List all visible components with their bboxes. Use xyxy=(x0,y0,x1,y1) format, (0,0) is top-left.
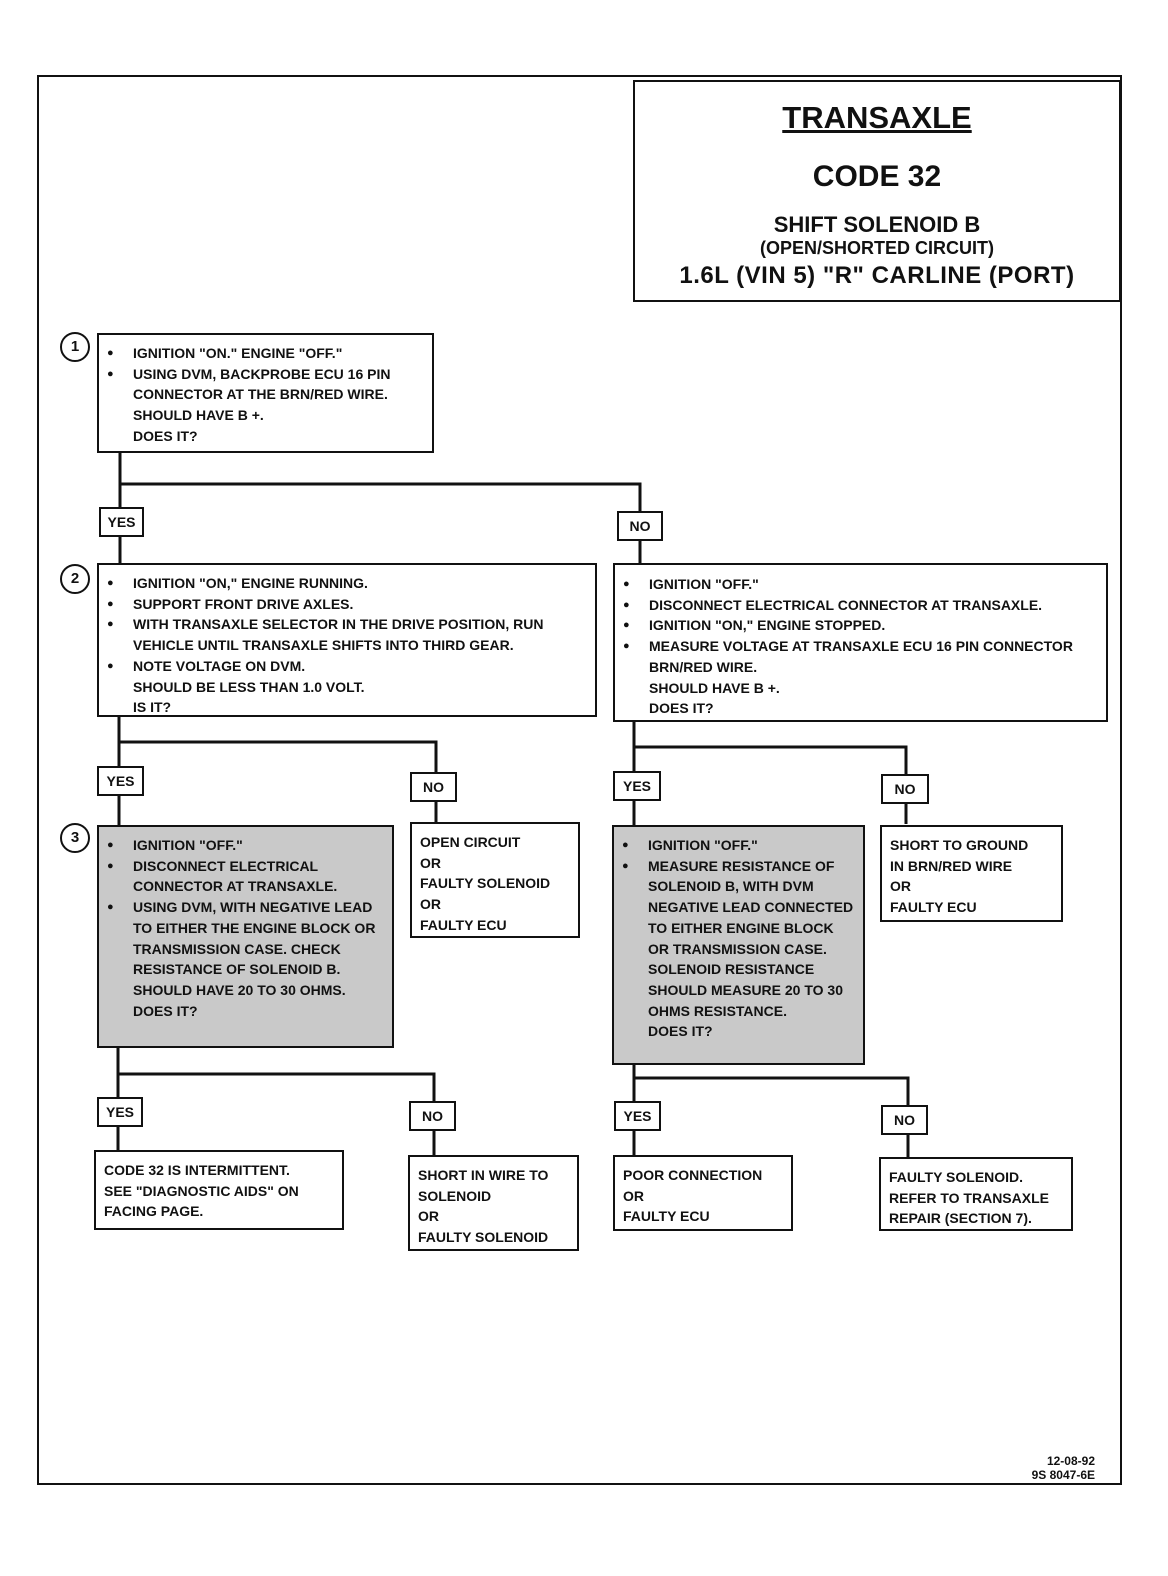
step-2b-line: IGNITION "ON," ENGINE STOPPED. xyxy=(623,615,1100,636)
step-1-box: IGNITION "ON." ENGINE "OFF." USING DVM, … xyxy=(97,333,434,453)
result-intermittent: CODE 32 IS INTERMITTENT. SEE "DIAGNOSTIC… xyxy=(94,1150,344,1230)
step-2-line: WITH TRANSAXLE SELECTOR IN THE DRIVE POS… xyxy=(107,614,589,655)
no-label: NO xyxy=(881,1105,928,1135)
result-short-in-wire: SHORT IN WIRE TO SOLENOID OR FAULTY SOLE… xyxy=(408,1155,579,1251)
step-2-line: SUPPORT FRONT DRIVE AXLES. xyxy=(107,594,589,615)
connector xyxy=(118,1072,436,1155)
result-text: CODE 32 IS INTERMITTENT. SEE "DIAGNOSTIC… xyxy=(104,1162,299,1220)
step-1-line: USING DVM, BACKPROBE ECU 16 PIN CONNECTO… xyxy=(107,364,426,405)
step-3b-box: IGNITION "OFF." MEASURE RESISTANCE OF SO… xyxy=(612,825,865,1065)
step-3b-line: DOES IT? xyxy=(648,1023,713,1040)
step-2b-line: MEASURE VOLTAGE AT TRANSAXLE ECU 16 PIN … xyxy=(623,636,1100,677)
step-2-line: IS IT? xyxy=(133,699,172,716)
yes-label: YES xyxy=(614,1101,661,1131)
result-poor-connection: POOR CONNECTION OR FAULTY ECU xyxy=(613,1155,793,1231)
result-text: POOR CONNECTION OR FAULTY ECU xyxy=(623,1167,763,1225)
title: TRANSAXLE xyxy=(782,100,972,135)
step-3-line: DISCONNECT ELECTRICAL CONNECTOR AT TRANS… xyxy=(107,856,386,897)
step-2-line: NOTE VOLTAGE ON DVM. xyxy=(107,656,589,677)
footer-date: 12-08-92 xyxy=(1046,1454,1095,1468)
step-1-line: IGNITION "ON." ENGINE "OFF." xyxy=(107,343,426,364)
step-1-line: DOES IT? xyxy=(133,427,198,444)
step-2b-line: DOES IT? xyxy=(649,700,714,717)
step-3-line: IGNITION "OFF." xyxy=(107,835,386,856)
step-2-box: IGNITION "ON," ENGINE RUNNING. SUPPORT F… xyxy=(97,563,597,717)
result-short-to-ground: SHORT TO GROUND IN BRN/RED WIRE OR FAULT… xyxy=(880,825,1063,922)
step-2b-box: IGNITION "OFF." DISCONNECT ELECTRICAL CO… xyxy=(613,563,1108,722)
condition: (OPEN/SHORTED CIRCUIT) xyxy=(760,238,994,258)
result-text: FAULTY SOLENOID. REFER TO TRANSAXLE REPA… xyxy=(889,1169,1049,1227)
page-frame xyxy=(37,75,1122,1485)
connector xyxy=(120,482,642,563)
title-block: TRANSAXLE CODE 32 SHIFT SOLENOID B (OPEN… xyxy=(633,80,1121,302)
step-3-box: IGNITION "OFF." DISCONNECT ELECTRICAL CO… xyxy=(97,825,394,1048)
footer-doc-number: 9S 8047-6E xyxy=(1031,1468,1095,1482)
step-3-line: USING DVM, WITH NEGATIVE LEAD TO EITHER … xyxy=(107,897,386,980)
step-number-1: 1 xyxy=(60,332,90,362)
step-2b-line: DISCONNECT ELECTRICAL CONNECTOR AT TRANS… xyxy=(623,595,1100,616)
result-text: SHORT IN WIRE TO SOLENOID OR FAULTY SOLE… xyxy=(418,1167,549,1246)
step-3-line: DOES IT? xyxy=(133,1002,198,1019)
step-3-line: SHOULD HAVE 20 TO 30 OHMS. xyxy=(133,981,346,998)
step-2b-line: SHOULD HAVE B +. xyxy=(649,679,780,696)
result-text: OPEN CIRCUIT OR FAULTY SOLENOID OR FAULT… xyxy=(420,834,551,933)
step-3b-line: IGNITION "OFF." xyxy=(622,835,857,856)
no-label: NO xyxy=(617,511,663,541)
connector xyxy=(119,740,438,822)
step-2-line: SHOULD BE LESS THAN 1.0 VOLT. xyxy=(133,678,365,695)
result-text: SHORT TO GROUND IN BRN/RED WIRE OR FAULT… xyxy=(890,837,1029,916)
application: 1.6L (VIN 5) "R" CARLINE (PORT) xyxy=(679,262,1075,289)
no-label: NO xyxy=(410,772,457,802)
yes-label: YES xyxy=(613,771,661,801)
result-faulty-solenoid: FAULTY SOLENOID. REFER TO TRANSAXLE REPA… xyxy=(879,1157,1073,1231)
subtitle: SHIFT SOLENOID B xyxy=(773,212,981,237)
yes-label: YES xyxy=(99,507,144,537)
step-2-line: IGNITION "ON," ENGINE RUNNING. xyxy=(107,573,589,594)
no-label: NO xyxy=(881,774,929,804)
code-title: CODE 32 xyxy=(812,160,942,193)
result-open-circuit: OPEN CIRCUIT OR FAULTY SOLENOID OR FAULT… xyxy=(410,822,580,938)
step-number-3: 3 xyxy=(60,823,90,853)
no-label: NO xyxy=(409,1101,456,1131)
yes-label: YES xyxy=(97,1097,143,1127)
connector xyxy=(634,745,908,824)
step-1-line: SHOULD HAVE B +. xyxy=(133,407,264,424)
step-number-2: 2 xyxy=(60,564,90,594)
step-3b-line: MEASURE RESISTANCE OF SOLENOID B, WITH D… xyxy=(622,856,857,1022)
footer: 12-08-92 9S 8047-6E xyxy=(1032,1454,1095,1482)
connector xyxy=(634,1076,910,1157)
yes-label: YES xyxy=(97,766,144,796)
step-2b-line: IGNITION "OFF." xyxy=(623,574,1100,595)
